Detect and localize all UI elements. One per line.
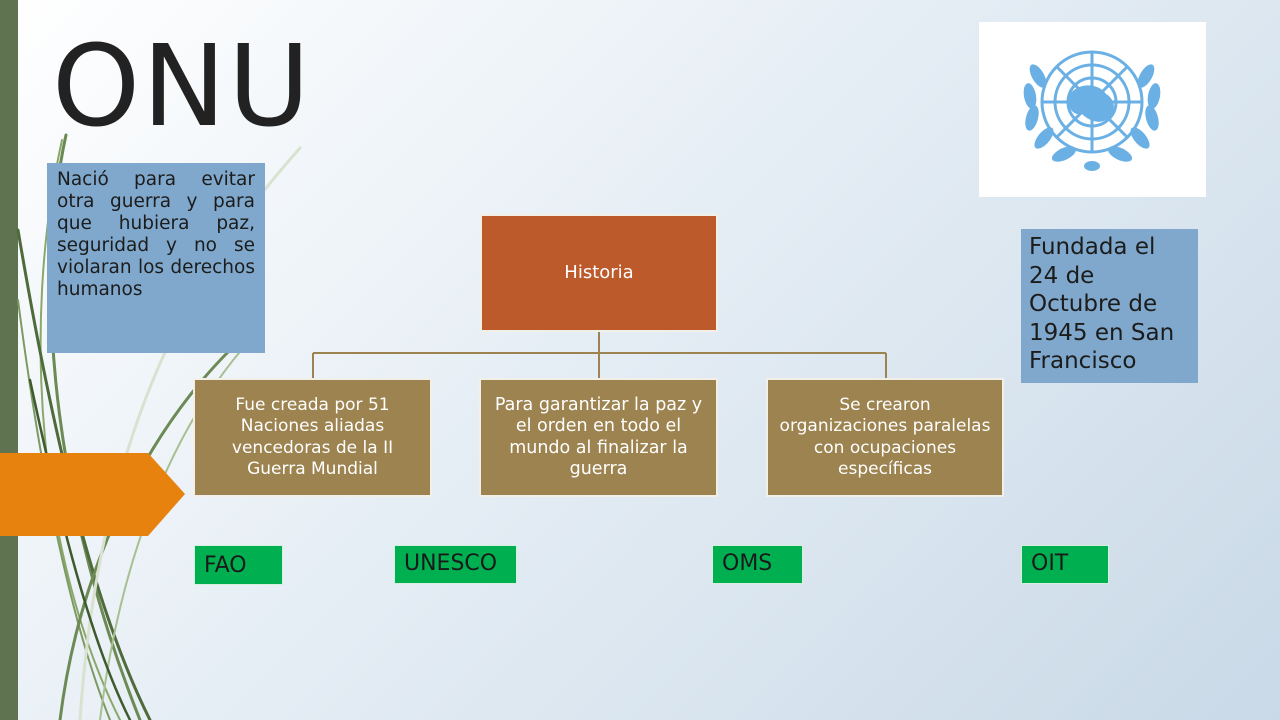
accent-bar [0,0,18,720]
intro-text-box: Nació para evitar otra guerra y para que… [47,163,265,353]
un-emblem-icon [1023,50,1161,171]
founded-text-box: Fundada el 24 de Octubre de 1945 en San … [1021,229,1198,383]
agency-tag-fao: FAO [194,545,283,585]
slide-title: ONU [52,22,312,152]
org-chart-child-box: Para garantizar la paz y el orden en tod… [479,378,718,497]
un-logo [979,22,1206,197]
agency-tag-oit: OIT [1021,545,1109,584]
orange-arrow-tab [0,453,185,536]
org-chart-child-box: Fue creada por 51 Naciones aliadas vence… [193,378,432,497]
agency-tag-unesco: UNESCO [394,545,517,584]
org-chart-root-historia: Historia [480,214,718,332]
org-chart-child-box: Se crearon organizaciones paralelas con … [766,378,1004,497]
agency-tag-oms: OMS [712,545,803,584]
